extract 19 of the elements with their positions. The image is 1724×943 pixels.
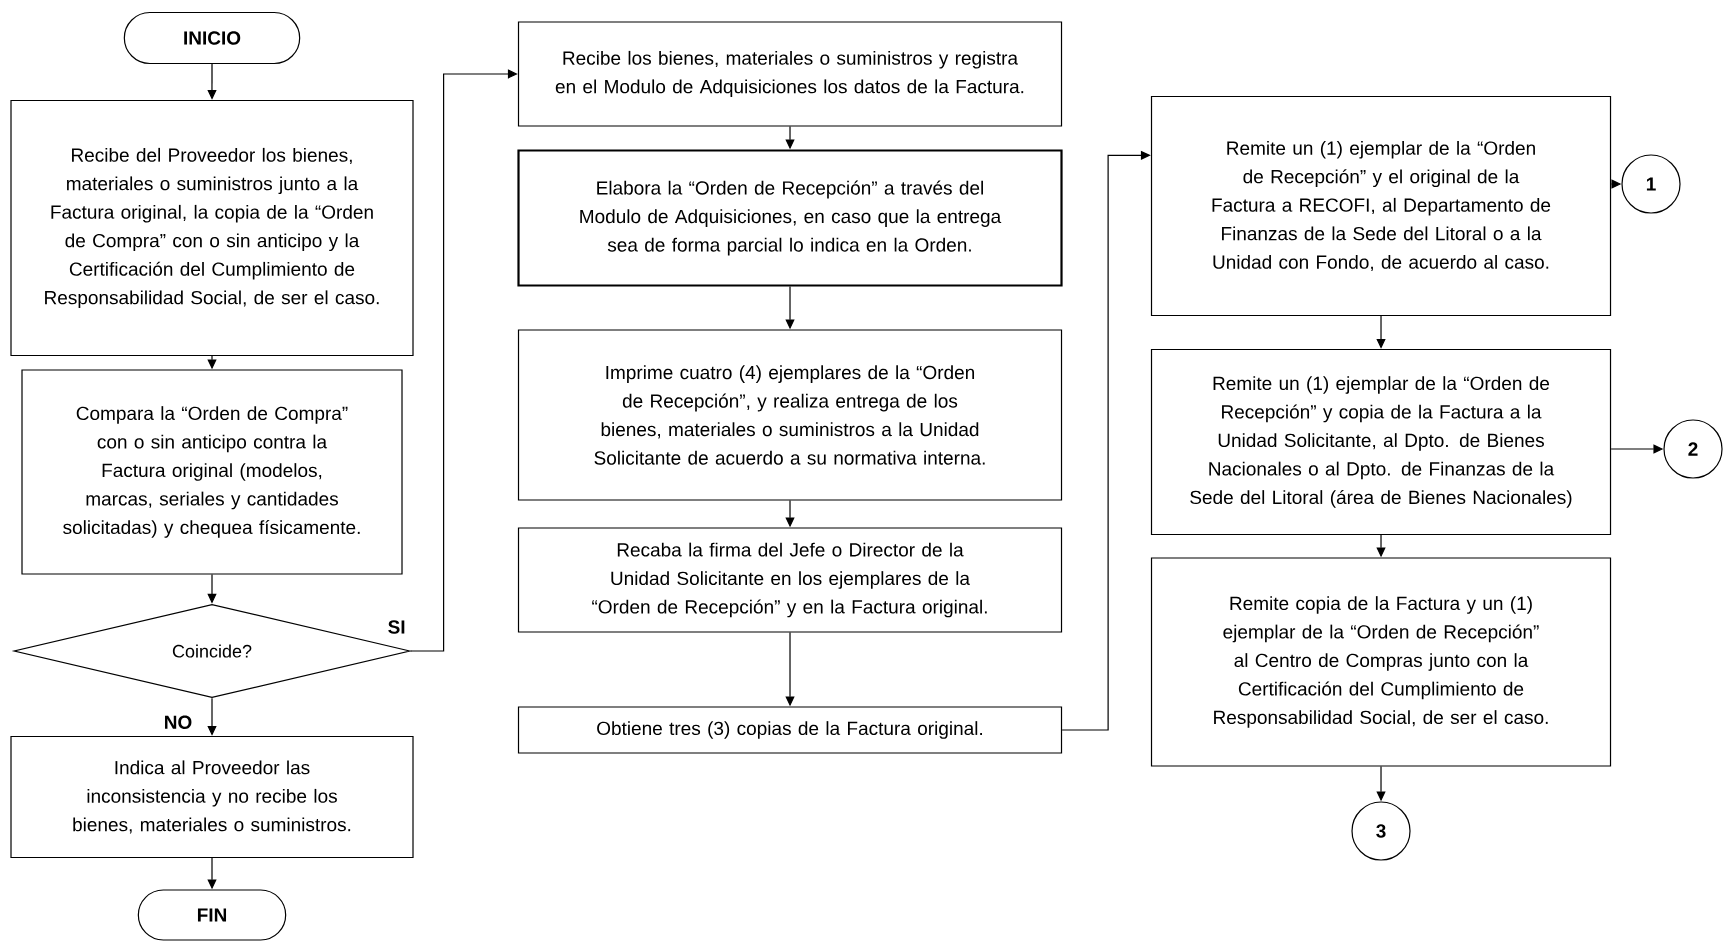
arrow <box>1376 315 1386 349</box>
process-box: Imprime cuatro (4) ejemplares de la “Orden de Recepción”, y realiza entrega de los bienes, materiales o suministros a la Unidad Solicitante de acuerdo a su normativa interna. <box>517 329 1063 501</box>
process-box: Obtiene tres (3) copias de la Factura original. <box>517 706 1063 754</box>
process-box: Recibe los bienes, materiales o suministros y registra en el Modulo de Adquisiciones los datos de la Factura. <box>517 21 1063 127</box>
process-box: Indica al Proveedor las inconsistencia y no recibe los bienes, materiales o suministros. <box>10 735 414 859</box>
arrow <box>207 63 217 100</box>
process-box: Remite un (1) ejemplar de la “Orden de Recepción” y el original de la Factura a RECOFI, al Departamento de Finanzas de la Sede del Litoral o a la Unidad con Fondo, de acuerdo al caso. <box>1150 95 1612 317</box>
process-box: Remite copia de la Factura y un (1) ejemplar de la “Orden de Recepción” al Centro de Compras junto con la Certificación del Cumplimiento de Responsabilidad Social, de ser el caso. <box>1150 557 1612 767</box>
process-box: Compara la “Orden de Compra” con o sin anticipo contra la Factura original (modelos, marcas, seriales y cantidades solicitadas) y chequea físicamente. <box>21 369 403 575</box>
process-box: Elabora la “Orden de Recepción” a través del Modulo de Adquisiciones, en caso que la entrega sea de forma parcial lo indica en la Orden. <box>517 149 1063 287</box>
end-terminal: FIN <box>137 889 287 941</box>
process-box: Remite un (1) ejemplar de la “Orden de Recepción” y copia de la Factura a la Unidad Solicitante, al Dpto. de Bienes Nacionales o al Dpto. de Finanzas de la Sede del Litoral (área de Bienes Nacionales) <box>1150 348 1612 536</box>
arrow <box>410 69 518 652</box>
arrow <box>207 697 217 736</box>
edge-label: SI <box>386 619 407 635</box>
process-box: Recaba la firma del Jefe o Director de la Unidad Solicitante en los ejemplares de la “Orden de Recepción” y en la Factura original. <box>517 527 1063 633</box>
arrow <box>1061 150 1151 731</box>
process-box: Recibe del Proveedor los bienes, materiales o suministros junto a la Factura original, la copia de la “Orden de Compra” con o sin anticipo y la Certificación del Cumplimiento de Responsabilidad Social, de ser el caso. <box>10 99 414 357</box>
start-terminal: INICIO <box>123 11 301 65</box>
